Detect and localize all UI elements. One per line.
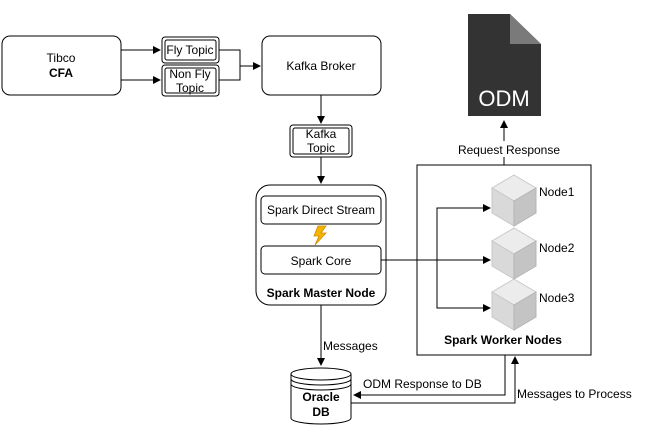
connector-workers-db (353, 355, 506, 399)
lightning-icon (313, 225, 327, 246)
kafka-topic-label-line2: Topic (307, 141, 335, 155)
spark-master-title: Spark Master Node (267, 286, 376, 300)
cube-icon (491, 278, 537, 331)
messages-to-process-label: Messages to Process (517, 387, 632, 401)
kafka-broker-label: Kafka Broker (286, 59, 355, 73)
kafka-topic-box: Kafka Topic (289, 124, 353, 158)
cube-icon (491, 227, 537, 280)
tibco-label: Tibco (47, 51, 76, 65)
kafka-broker-box: Kafka Broker (261, 35, 382, 96)
spark-direct-stream-box (260, 195, 382, 225)
db-label: DB (312, 405, 330, 419)
cfa-label: CFA (49, 66, 73, 80)
node1-label: Node1 (539, 185, 575, 199)
non-fly-topic-label-line1: Non Fly (169, 67, 210, 81)
document-icon: ODM (468, 14, 541, 116)
messages-label: Messages (323, 339, 378, 353)
fly-topic-label: Fly Topic (166, 43, 213, 57)
non-fly-topic-label-line2: Topic (176, 81, 204, 95)
oracle-label: Oracle (302, 390, 340, 404)
spark-worker-title: Spark Worker Nodes (444, 333, 562, 347)
non-fly-topic-box: Non Fly Topic (161, 64, 220, 97)
request-response-label: Request Response (458, 143, 560, 157)
spark-core-label: Spark Core (291, 254, 352, 268)
node3-label: Node3 (539, 291, 575, 305)
connector-nonfly-kafka (219, 66, 241, 81)
fly-topic-box: Fly Topic (161, 36, 220, 64)
connector-fly-kafka (219, 49, 261, 70)
spark-master-node: Spark Direct Stream Spark Core Spark Mas… (255, 184, 387, 306)
kafka-topic-label-line1: Kafka (306, 127, 337, 141)
odm-label: ODM (478, 86, 529, 111)
connector-db-workers (351, 356, 519, 404)
node2-label: Node2 (539, 241, 575, 255)
spark-direct-stream-label: Spark Direct Stream (267, 203, 375, 217)
oracle-db-cylinder: Oracle DB (290, 367, 352, 425)
odm-response-label: ODM Response to DB (363, 377, 482, 391)
cube-icon (491, 174, 537, 227)
tibco-cfa-box: Tibco CFA (1, 35, 122, 96)
connectors (121, 46, 519, 404)
